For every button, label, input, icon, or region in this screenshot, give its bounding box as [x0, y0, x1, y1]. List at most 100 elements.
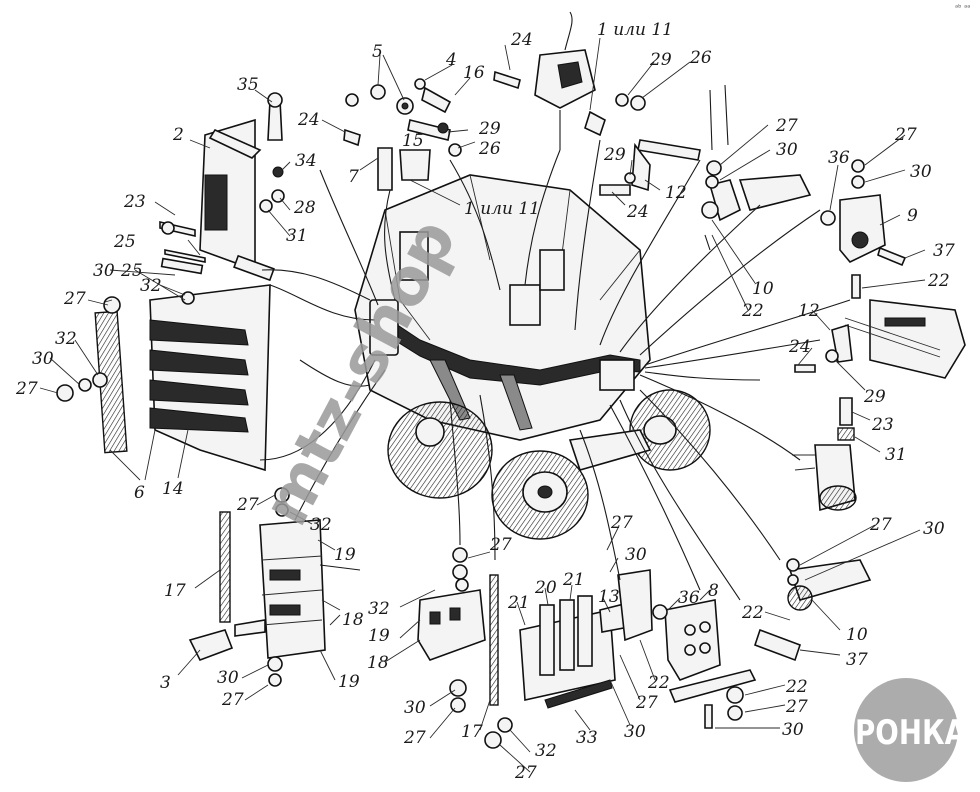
callout: 19: [334, 545, 356, 565]
callout: 23: [123, 192, 146, 212]
callout: 15: [402, 131, 424, 151]
callout: 32: [368, 599, 390, 619]
callout: 24: [297, 110, 320, 130]
callout: 24: [510, 30, 533, 50]
callout: 27: [610, 513, 633, 533]
callout: 30: [32, 349, 54, 369]
callout: 9: [907, 206, 918, 226]
callout: 22: [785, 677, 808, 697]
callout: 37: [933, 241, 955, 261]
wire-routing: [259, 139, 851, 601]
callout: 27: [869, 515, 892, 535]
terminal-block-18: [417, 547, 486, 661]
connector-block-12: [794, 299, 966, 379]
relay-panel-2: [199, 92, 283, 282]
callout: 1 или 11: [464, 199, 540, 219]
callout: 32: [140, 276, 162, 296]
callout: 30: [624, 722, 646, 742]
callout: 27: [15, 379, 38, 399]
callout: 17: [461, 722, 483, 742]
callout: 27: [775, 116, 798, 136]
sensor-assembly-10: [599, 84, 812, 251]
callout: 29: [603, 145, 626, 165]
callout: 27: [489, 535, 512, 555]
callout: 35: [237, 75, 259, 95]
callout: 30: [93, 261, 115, 281]
callout: 22: [927, 271, 950, 291]
corner-mark: ᵃᵇ ᵃᵃ: [955, 3, 970, 12]
callout: 29: [478, 119, 501, 139]
callout: 37: [846, 650, 868, 670]
callout: 30: [910, 162, 932, 182]
leader-lines: [39, 37, 926, 773]
fasteners-left: [159, 166, 285, 275]
callout: 25: [120, 261, 143, 281]
callout-labels: 35 2 24 5 4 16 24 1 или 11 29 26 15 29 2…: [15, 20, 955, 783]
callout: 27: [403, 728, 426, 748]
callout: 30: [404, 698, 426, 718]
callout: 12: [665, 183, 687, 203]
callout: 22: [741, 603, 764, 623]
callout: 36: [678, 588, 700, 608]
logo-text: АГРОНКА: [816, 713, 967, 753]
relay-1-or-11: [534, 11, 606, 150]
callout: 27: [63, 289, 86, 309]
callout: 22: [647, 673, 670, 693]
callout: 1 или 11: [597, 20, 673, 40]
callout: 33: [576, 728, 598, 748]
callout: 2: [172, 125, 184, 145]
callout: 27: [221, 690, 244, 710]
callout: 27: [785, 697, 808, 717]
callout: 30: [776, 140, 798, 160]
callout: 32: [55, 329, 77, 349]
terminal-block-19: [188, 487, 361, 687]
bracket-9: [820, 159, 907, 299]
logo-circle-icon: [854, 678, 958, 782]
callout: 32: [310, 515, 332, 535]
callout: 5: [372, 42, 383, 62]
callout: 25: [113, 232, 136, 252]
callout: 30: [782, 720, 804, 740]
callout: 31: [286, 226, 308, 246]
callout: 30: [625, 545, 647, 565]
callout: 28: [293, 198, 316, 218]
callout: 22: [741, 301, 764, 321]
callout: 6: [134, 483, 145, 503]
callout: 27: [894, 125, 917, 145]
callout: 27: [514, 763, 537, 783]
callout: 7: [348, 167, 359, 187]
callout: 23: [871, 415, 894, 435]
callout: 4: [445, 50, 457, 70]
callout: 14: [162, 479, 184, 499]
top-left-hardware: [343, 70, 521, 191]
callout: 24: [788, 337, 811, 357]
callout: 31: [885, 445, 907, 465]
callout: 10: [846, 625, 868, 645]
agronka-logo: АГРОНКА: [816, 678, 967, 782]
callout: 19: [368, 626, 390, 646]
callout: 18: [342, 610, 364, 630]
sensor-assembly-lower: [652, 558, 872, 729]
callout: 27: [635, 693, 658, 713]
callout: 13: [598, 587, 620, 607]
callout: 30: [217, 668, 239, 688]
callout: 36: [828, 148, 850, 168]
callout: 3: [160, 673, 171, 693]
tractor-frame: [354, 174, 711, 540]
callout: 30: [923, 519, 945, 539]
callout: 18: [367, 653, 389, 673]
callout: 29: [863, 387, 886, 407]
callout: 10: [752, 279, 774, 299]
callout: 19: [338, 672, 360, 692]
callout: 17: [164, 581, 186, 601]
callout: 20: [534, 578, 557, 598]
fuse-panel-6: [56, 284, 271, 472]
callout: 24: [626, 202, 649, 222]
callout: 32: [535, 741, 557, 761]
callout: 21: [507, 593, 530, 613]
callout: 8: [708, 581, 719, 601]
callout: 26: [689, 48, 712, 68]
callout: 21: [562, 570, 585, 590]
callout: 12: [798, 301, 820, 321]
